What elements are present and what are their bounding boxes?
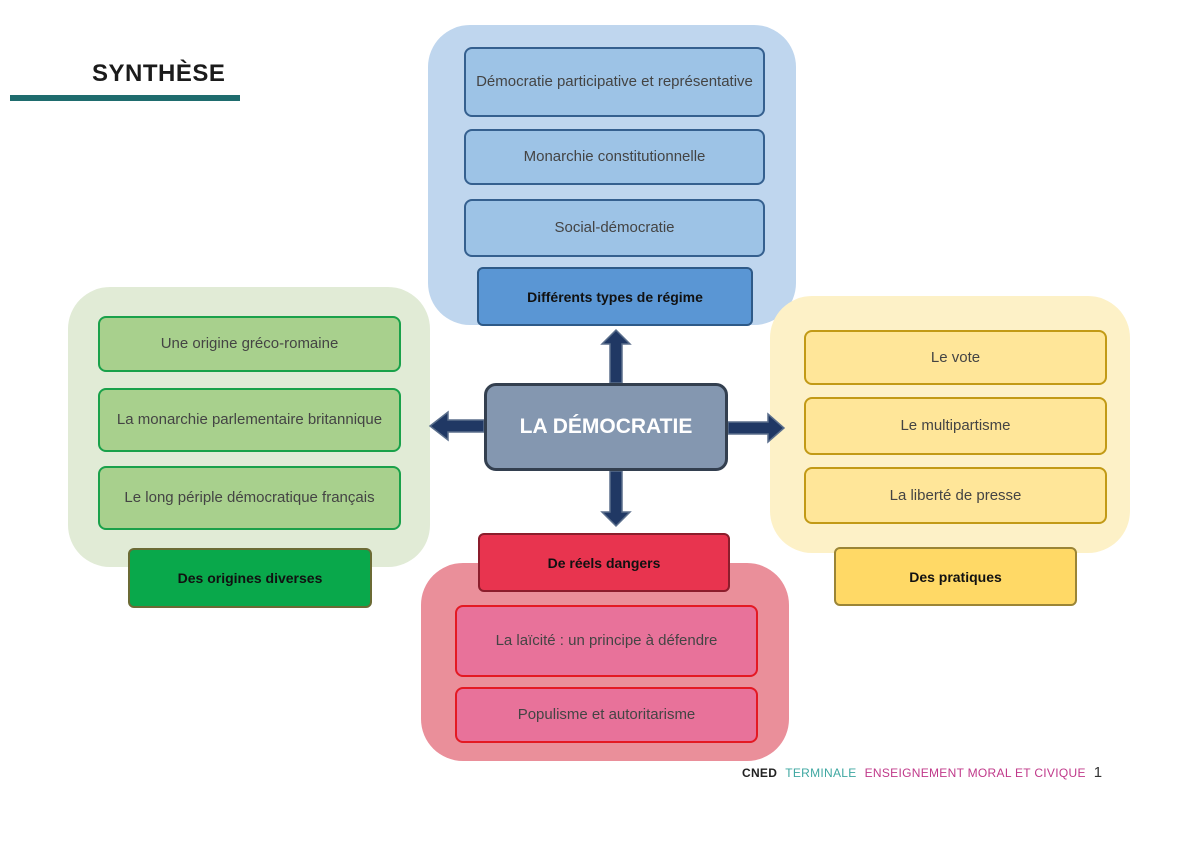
pratiques-heading: Des pratiques <box>834 547 1077 606</box>
title-underline <box>10 95 240 101</box>
center-node: LA DÉMOCRATIE <box>484 383 728 471</box>
regime-item-social: Social-démocratie <box>464 199 765 257</box>
regimes-heading: Différents types de régime <box>477 267 753 326</box>
arrow-up-icon <box>600 328 632 384</box>
arrow-right-icon <box>727 412 786 444</box>
footer-page-number: 1 <box>1093 764 1103 781</box>
regime-item-participative: Démocratie participative et représentati… <box>464 47 765 117</box>
page-title: SYNTHÈSE <box>92 60 226 87</box>
danger-item-populisme: Populisme et autoritarisme <box>455 687 758 743</box>
origines-heading: Des origines diverses <box>128 548 372 608</box>
footer-subject: ENSEIGNEMENT MORAL ET CIVIQUE <box>864 766 1086 780</box>
footer-brand: CNED <box>742 766 778 780</box>
pratique-item-vote: Le vote <box>804 330 1107 385</box>
origine-item-francais: Le long périple démocratique français <box>98 466 401 530</box>
arrow-left-icon <box>428 410 485 442</box>
pratique-item-presse: La liberté de presse <box>804 467 1107 524</box>
origine-item-britannique: La monarchie parlementaire britannique <box>98 388 401 452</box>
footer: CNED TERMINALE ENSEIGNEMENT MORAL ET CIVIQ… <box>742 764 1102 781</box>
pratique-item-multipartisme: Le multipartisme <box>804 397 1107 455</box>
arrow-down-icon <box>600 470 632 528</box>
origine-item-greco: Une origine gréco-romaine <box>98 316 401 372</box>
regime-item-monarchie: Monarchie constitutionnelle <box>464 129 765 185</box>
danger-item-laicite: La laïcité : un principe à défendre <box>455 605 758 677</box>
footer-level: TERMINALE <box>785 766 857 780</box>
dangers-heading: De réels dangers <box>478 533 730 592</box>
